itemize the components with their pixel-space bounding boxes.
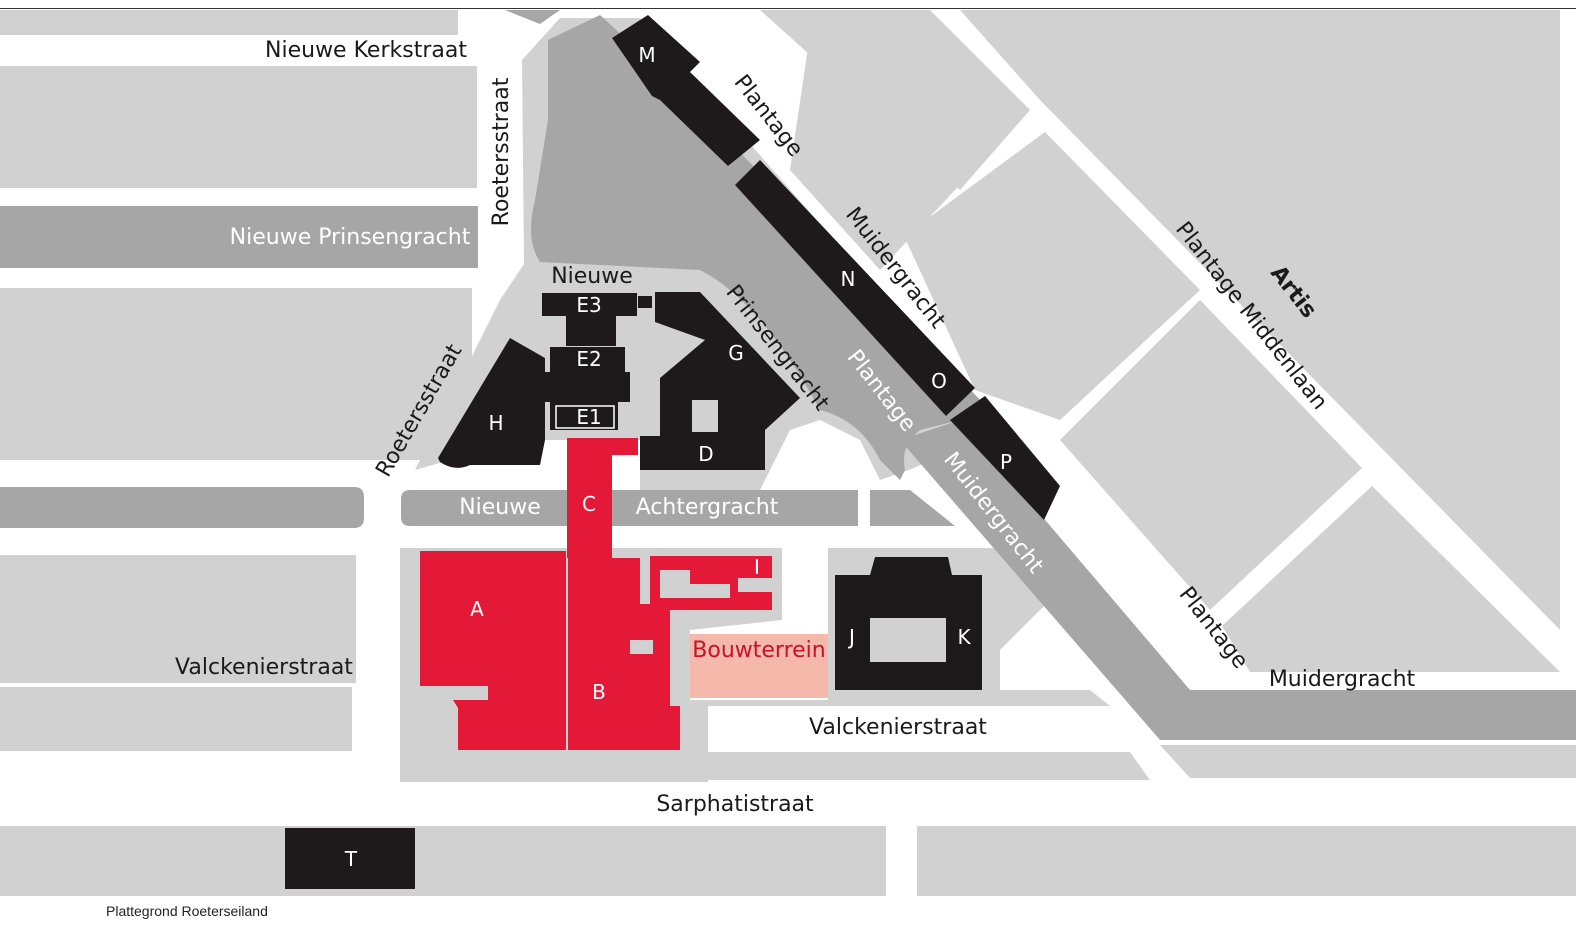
- label-building-D: D: [698, 442, 713, 466]
- label-muidergracht-bottom: Muidergracht: [1269, 667, 1416, 692]
- buildings: [285, 15, 1060, 889]
- building-H: [438, 338, 545, 468]
- building-I: [650, 556, 772, 610]
- block-east-1: [904, 132, 1200, 420]
- building-J-K: [835, 557, 982, 690]
- label-valckenierstraat-east: Valckenierstraat: [809, 715, 987, 740]
- canal-nieuwe-prinsengracht: [0, 206, 478, 268]
- label-nieuwe-top: Nieuwe: [551, 264, 633, 289]
- label-building-G: G: [728, 341, 744, 365]
- block-east-2: [1060, 300, 1362, 610]
- label-building-M: M: [638, 43, 655, 67]
- building-labels: M N O P E3 E2 E1 G H D C A B I J K T: [344, 43, 1012, 871]
- label-building-A: A: [470, 597, 484, 621]
- building-E3: [542, 293, 637, 316]
- canal-plantage-basin: [531, 15, 990, 480]
- canal-achtergracht-mid: [401, 490, 858, 526]
- label-sarphatistraat: Sarphatistraat: [656, 792, 814, 817]
- label-nieuwe-prinsengracht: Nieuwe Prinsengracht: [230, 225, 471, 250]
- canals: [0, 10, 1576, 740]
- building-P: [950, 396, 1060, 520]
- block-kerkstraat: [0, 66, 477, 188]
- canal-fragment-top: [505, 10, 560, 24]
- building-G-D: [640, 292, 800, 470]
- label-building-H: H: [488, 411, 503, 435]
- canal-achtergracht-west: [0, 487, 364, 528]
- label-nieuwe-achtergracht-2: Achtergracht: [636, 495, 779, 520]
- block-west-valckenier-2: [0, 687, 352, 751]
- building-N-O: [735, 160, 975, 416]
- canal-muidergracht-south: [900, 420, 1576, 740]
- building-E1-outline: [555, 405, 615, 429]
- building-E-link-1: [566, 316, 616, 346]
- block-between-plantage: [790, 20, 1030, 270]
- label-building-N: N: [841, 267, 856, 291]
- label-building-P: P: [1000, 450, 1012, 474]
- bouwterrein-area: [690, 634, 828, 698]
- block-sarphati-left: [0, 826, 886, 896]
- block-west-mid: [0, 288, 472, 460]
- building-T: [285, 828, 415, 889]
- block-east-3: [1222, 486, 1560, 672]
- building-E2: [550, 347, 625, 372]
- label-building-J: J: [847, 625, 855, 649]
- label-building-O: O: [931, 369, 947, 393]
- label-roetersstraat-top: Roetersstraat: [489, 77, 514, 226]
- block-far-east: [960, 10, 1560, 630]
- building-M: [612, 15, 760, 166]
- label-nieuwe-achtergracht-1: Nieuwe: [459, 495, 541, 520]
- highlighted-buildings: [420, 438, 772, 750]
- label-building-E3: E3: [576, 293, 601, 317]
- block-west-valckenier-1: [0, 555, 356, 683]
- label-bouwterrein: Bouwterrein: [692, 638, 825, 663]
- building-C: [567, 438, 638, 558]
- label-building-T: T: [344, 847, 358, 871]
- building-E3-annex: [638, 296, 652, 308]
- block-sarphati-right: [917, 826, 1576, 896]
- label-building-E2: E2: [576, 347, 601, 371]
- label-valckenierstraat-west: Valckenierstraat: [175, 655, 353, 680]
- block-top-left: [0, 10, 458, 35]
- building-E-link-2: [540, 372, 630, 402]
- map-caption: Plattegrond Roeterseiland: [106, 903, 268, 919]
- building-outlines: [555, 405, 615, 429]
- label-building-I: I: [754, 555, 760, 579]
- block-valckenier-south: [708, 752, 1150, 780]
- label-building-C: C: [582, 492, 596, 516]
- label-building-E1: E1: [576, 405, 601, 429]
- building-A: [420, 551, 566, 750]
- block-southeast: [1160, 745, 1576, 778]
- label-building-K: K: [957, 625, 971, 649]
- canal-achtergracht-east: [870, 490, 955, 526]
- label-nieuwe-kerkstraat: Nieuwe Kerkstraat: [265, 38, 467, 63]
- label-building-B: B: [592, 680, 606, 704]
